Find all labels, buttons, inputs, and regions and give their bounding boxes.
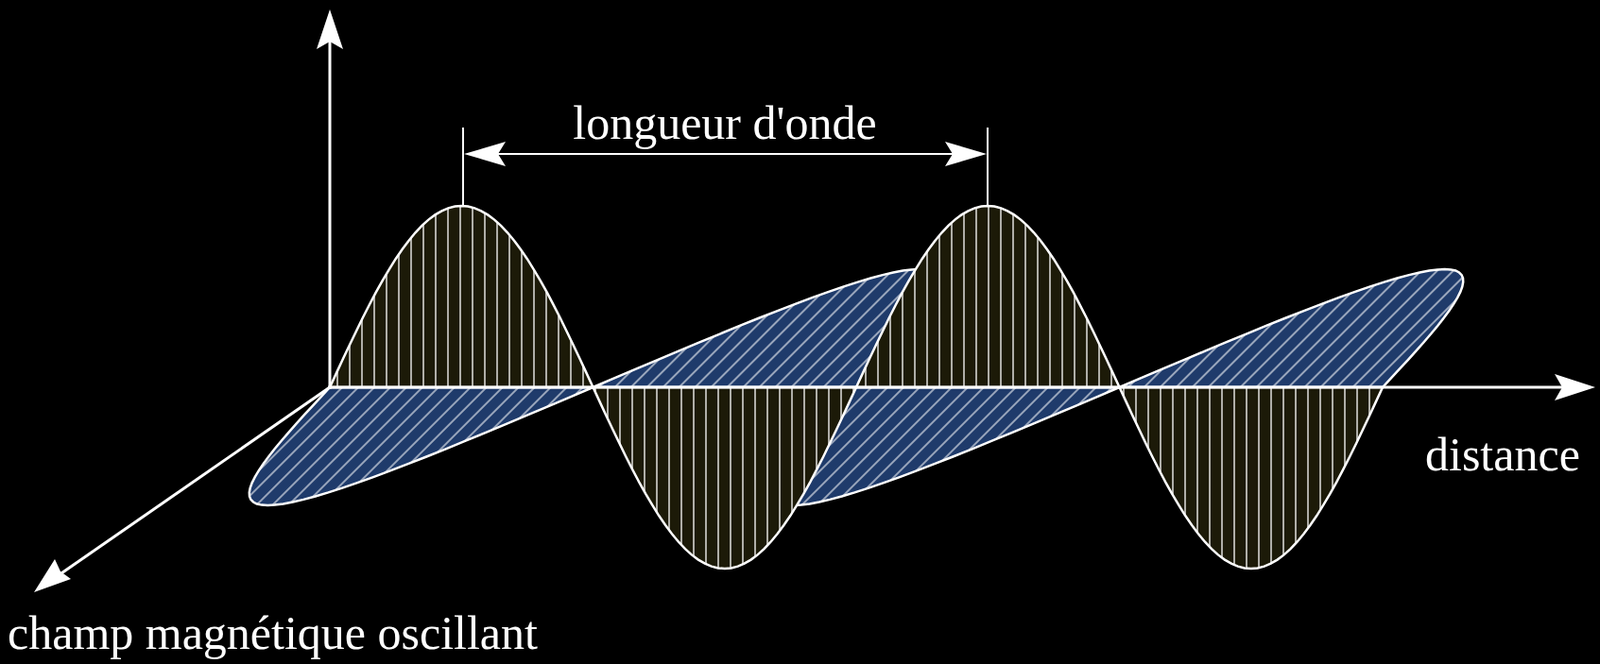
wavelength-label: longueur d'onde [572,97,877,150]
electric-lobe [1119,387,1384,569]
lobe-hatch [249,387,594,506]
lobe-hatch [856,206,1120,388]
axis-label: champ magnétique oscillant [7,607,538,660]
magnetic-lobe [249,387,594,506]
magnetic-lobe [1119,269,1464,388]
lobe-hatch [329,206,594,388]
lobe-hatch [593,387,858,569]
lobe-hatch [1119,387,1384,569]
electric-lobe [593,387,858,569]
axes [34,9,1596,593]
axis-label: distance [1425,429,1581,482]
electric-lobe [329,206,594,388]
electric-lobe [856,206,1120,388]
lobe-hatch [1119,269,1464,388]
